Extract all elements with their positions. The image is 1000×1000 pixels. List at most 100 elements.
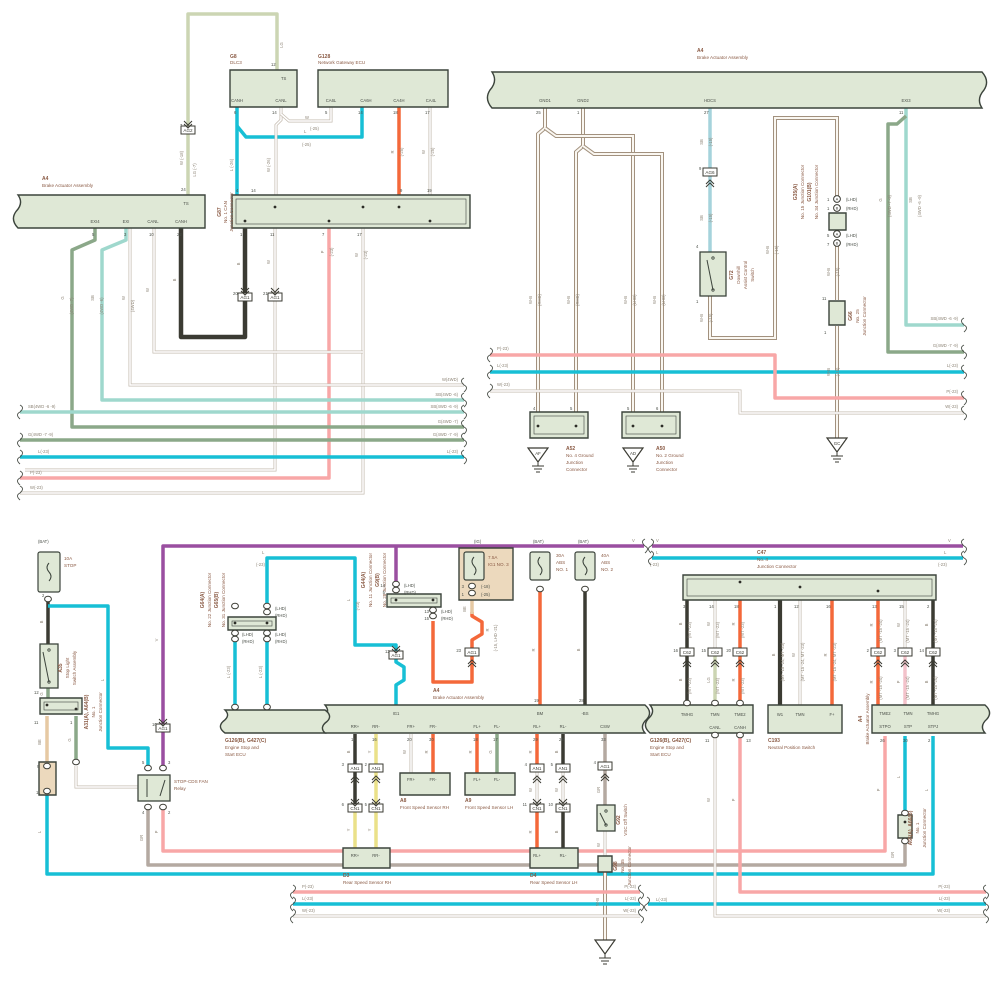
pin-label: F+ <box>829 712 835 717</box>
wire-V <box>161 544 644 766</box>
pin-label: (LHD) <box>275 606 287 611</box>
wire-label: B <box>576 648 581 651</box>
pin-label: 19 <box>534 698 539 703</box>
wire-label: Brake Actuator Assembly <box>697 55 749 60</box>
inline-connector-label: AG1 <box>600 764 610 769</box>
pin-label: 2 <box>168 810 171 815</box>
wire-label: (MT -23) <box>715 621 720 638</box>
wire-label: B <box>172 278 177 281</box>
wire-label: W(4WD) <box>442 377 459 382</box>
chevron-arrow-icon <box>158 718 168 724</box>
junction-dot <box>738 580 742 584</box>
wire-label: W-B <box>623 296 628 304</box>
g87-can-junction-inner <box>235 198 467 225</box>
pin-label: TME2 <box>734 712 746 717</box>
pin-label: 5 <box>551 762 554 767</box>
chevron-arrow-icon <box>183 123 193 129</box>
junction-dot <box>574 424 578 428</box>
pin-label: 20 <box>233 291 238 296</box>
continuation-brace-icon <box>461 432 467 448</box>
wire-label: P <box>154 830 159 833</box>
wire-label: (-23) <box>650 562 659 567</box>
ground-symbol-icon <box>825 437 849 454</box>
wire-label: Y <box>367 750 372 753</box>
continuation-brace-icon <box>17 470 23 486</box>
wire-label: (4WD -7) <box>69 297 74 315</box>
wire-label: P <box>876 788 881 791</box>
pin-label: (LHD) <box>275 632 287 637</box>
pin-label: CSW <box>600 724 610 729</box>
pin-label: 12 <box>271 62 276 67</box>
pin-label: 29 <box>533 737 538 742</box>
pin-label: 14 <box>380 583 385 588</box>
component-id: G66 <box>848 311 854 321</box>
pin-label: (RHD) <box>441 616 453 621</box>
wire-label: W <box>305 115 309 120</box>
wire-label: G(4WD -7 -9) <box>933 343 959 348</box>
chevron-arrow-icon <box>900 662 910 668</box>
inline-connector-label: AN1 <box>372 766 381 771</box>
continuation-brace-icon <box>487 383 493 399</box>
pin-label: RR- <box>372 853 380 858</box>
component-id: A8 <box>400 798 407 804</box>
wire-label: L(-23) <box>447 449 459 454</box>
pin-label: HDCS <box>704 98 716 103</box>
pin-label: 12 <box>385 649 390 654</box>
wire-label: R <box>528 750 533 753</box>
pin-label: TS <box>183 201 189 206</box>
inline-connector-label: AG1 <box>158 726 168 731</box>
wire-label: V <box>154 638 159 641</box>
continuation-brace-icon <box>290 884 296 900</box>
pin-label: 15 <box>424 616 429 621</box>
inline-connector-ag1 <box>237 292 253 302</box>
wire-label: L(-23) <box>38 449 50 454</box>
wire-label: (MT -23) <box>715 677 720 694</box>
pin-label: 3 <box>342 762 345 767</box>
wire-label: NO. 1 <box>556 567 568 572</box>
pin-label: (LHD) <box>242 632 254 637</box>
wire-label: R <box>528 830 533 833</box>
chevron-arrow-icon <box>558 798 568 804</box>
pin-label: (IG) <box>474 539 482 544</box>
pin-label: 3 <box>168 760 171 765</box>
inline-connector-label: AG1 <box>240 295 250 300</box>
wire-label: Rear Speed Sensor RH <box>343 880 391 885</box>
pin-label: (RHD) <box>242 639 254 644</box>
connector-circle <box>901 837 909 845</box>
wire-WB <box>536 108 547 414</box>
pin-label: EXI3 <box>901 98 911 103</box>
wire-P <box>490 353 964 400</box>
pin-label: TMHG <box>681 712 693 717</box>
wire-label: (-15, LHD -21) <box>493 624 498 651</box>
wire-label: W(-23) <box>497 382 510 387</box>
pin-label: TS <box>281 76 287 81</box>
circled-pin <box>833 239 841 247</box>
wire-label: P <box>731 798 736 801</box>
wire-label: L <box>262 550 265 555</box>
chevron-arrow-icon <box>928 662 938 668</box>
pin-label: 4 <box>696 244 699 249</box>
inline-connector-label: C62 <box>901 650 910 655</box>
wire-label: No. 31 Junction Connector <box>221 572 226 627</box>
pin-label: 30 <box>429 737 434 742</box>
pin-label: (RHD) <box>275 613 287 618</box>
continuation-brace-icon <box>961 317 967 333</box>
wire-label: B <box>678 678 683 681</box>
a35-stop-light-switch-pin <box>47 648 51 652</box>
inline-connector-c62 <box>925 647 941 657</box>
pin-label: 5 <box>325 110 328 115</box>
a35-stop-light-switch-contact <box>42 651 50 683</box>
g44-g9-junction-inner <box>390 597 438 604</box>
inline-connector-ag1 <box>388 650 404 660</box>
wire-label: (4WD -6 -9) <box>917 194 922 216</box>
fuse-abs-no1-element <box>537 556 543 576</box>
a52-ground-junction-inner <box>533 415 585 435</box>
inline-connector-ag2 <box>180 125 196 135</box>
wire-label: B <box>39 620 44 623</box>
wire-label: Engine Stop and <box>225 745 259 750</box>
pin-label: 6 <box>342 802 345 807</box>
connector-circle <box>144 803 152 811</box>
wire-label: (-15) <box>708 137 713 146</box>
pin-label: 27 <box>704 110 709 115</box>
